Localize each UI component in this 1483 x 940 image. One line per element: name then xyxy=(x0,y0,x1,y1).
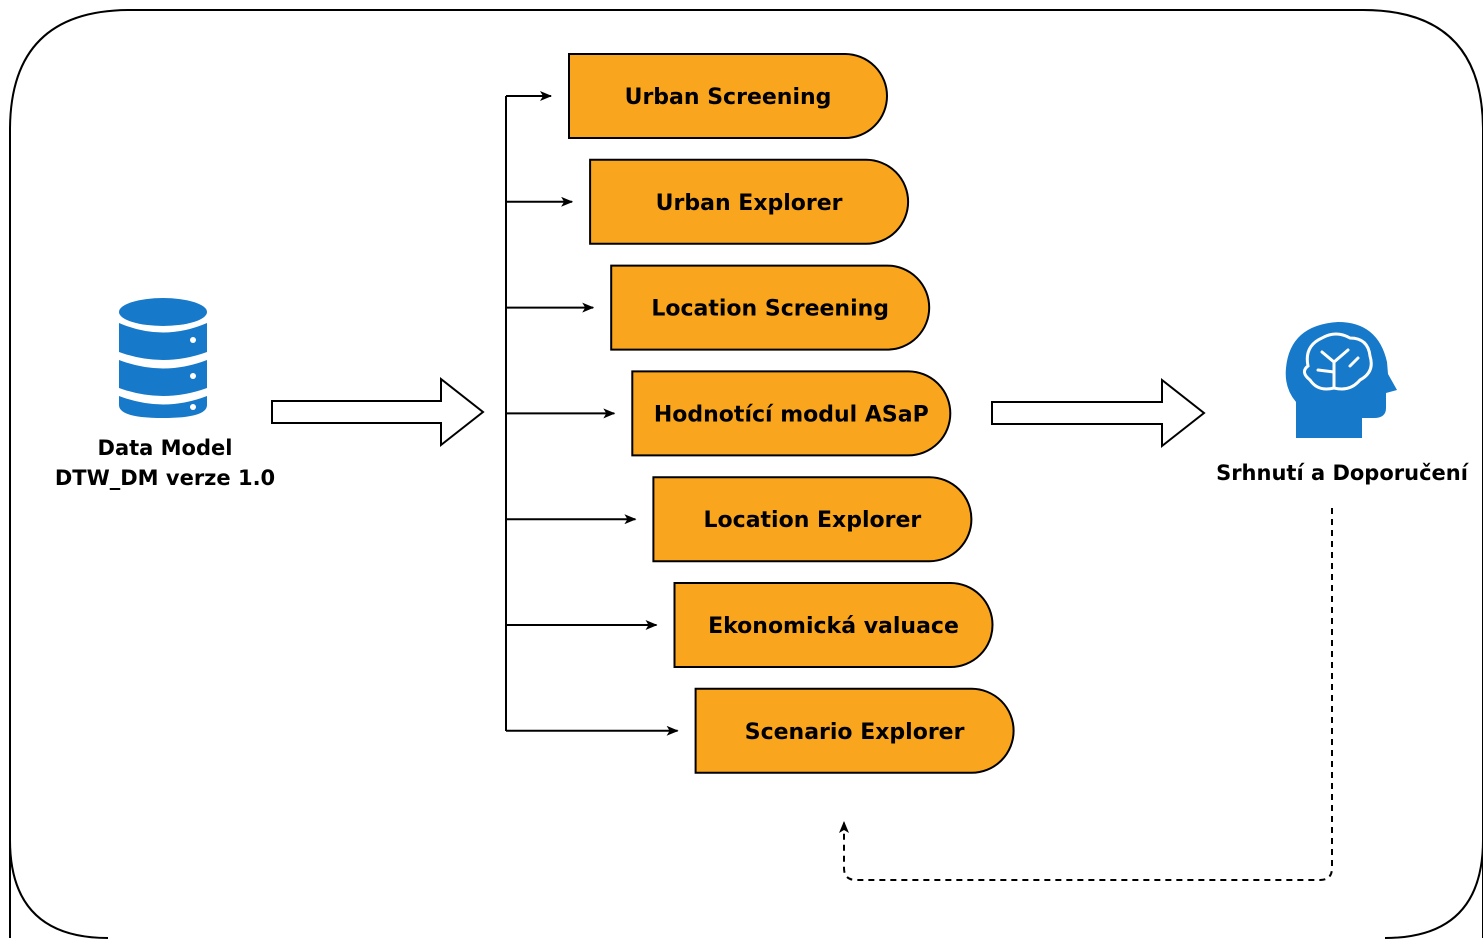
output-flow-arrow xyxy=(991,377,1206,449)
module-label: Ekonomická valuace xyxy=(708,614,959,639)
module-box[interactable]: Location Explorer xyxy=(652,476,973,563)
module-box[interactable]: Urban Screening xyxy=(568,53,889,139)
module-box[interactable]: Ekonomická valuace xyxy=(673,582,994,668)
branch-arrows xyxy=(506,91,679,736)
module-label: Location Explorer xyxy=(704,508,922,533)
module-label: Location Screening xyxy=(651,297,889,322)
input-flow-arrow xyxy=(271,376,485,448)
brain-head-icon xyxy=(1285,322,1397,438)
source-subtitle: DTW_DM verze 1.0 xyxy=(55,466,275,490)
module-label: Hodnotící modul ASaP xyxy=(654,402,929,427)
output-label: Srhnutí a Doporučení xyxy=(1216,461,1470,485)
diagram-frame xyxy=(9,9,1483,938)
module-box[interactable]: Scenario Explorer xyxy=(694,687,1015,774)
module-box[interactable]: Urban Explorer xyxy=(589,158,910,245)
module-label: Scenario Explorer xyxy=(745,720,965,745)
source-title: Data Model xyxy=(98,436,233,460)
feedback-loop-arrow xyxy=(839,508,1333,881)
module-label: Urban Explorer xyxy=(656,191,843,216)
database-icon xyxy=(119,298,207,418)
diagram-frame-corners xyxy=(9,839,1483,939)
module-box[interactable]: Hodnotící modul ASaP xyxy=(631,370,952,457)
module-label: Urban Screening xyxy=(625,85,832,110)
module-box[interactable]: Location Screening xyxy=(610,264,931,351)
